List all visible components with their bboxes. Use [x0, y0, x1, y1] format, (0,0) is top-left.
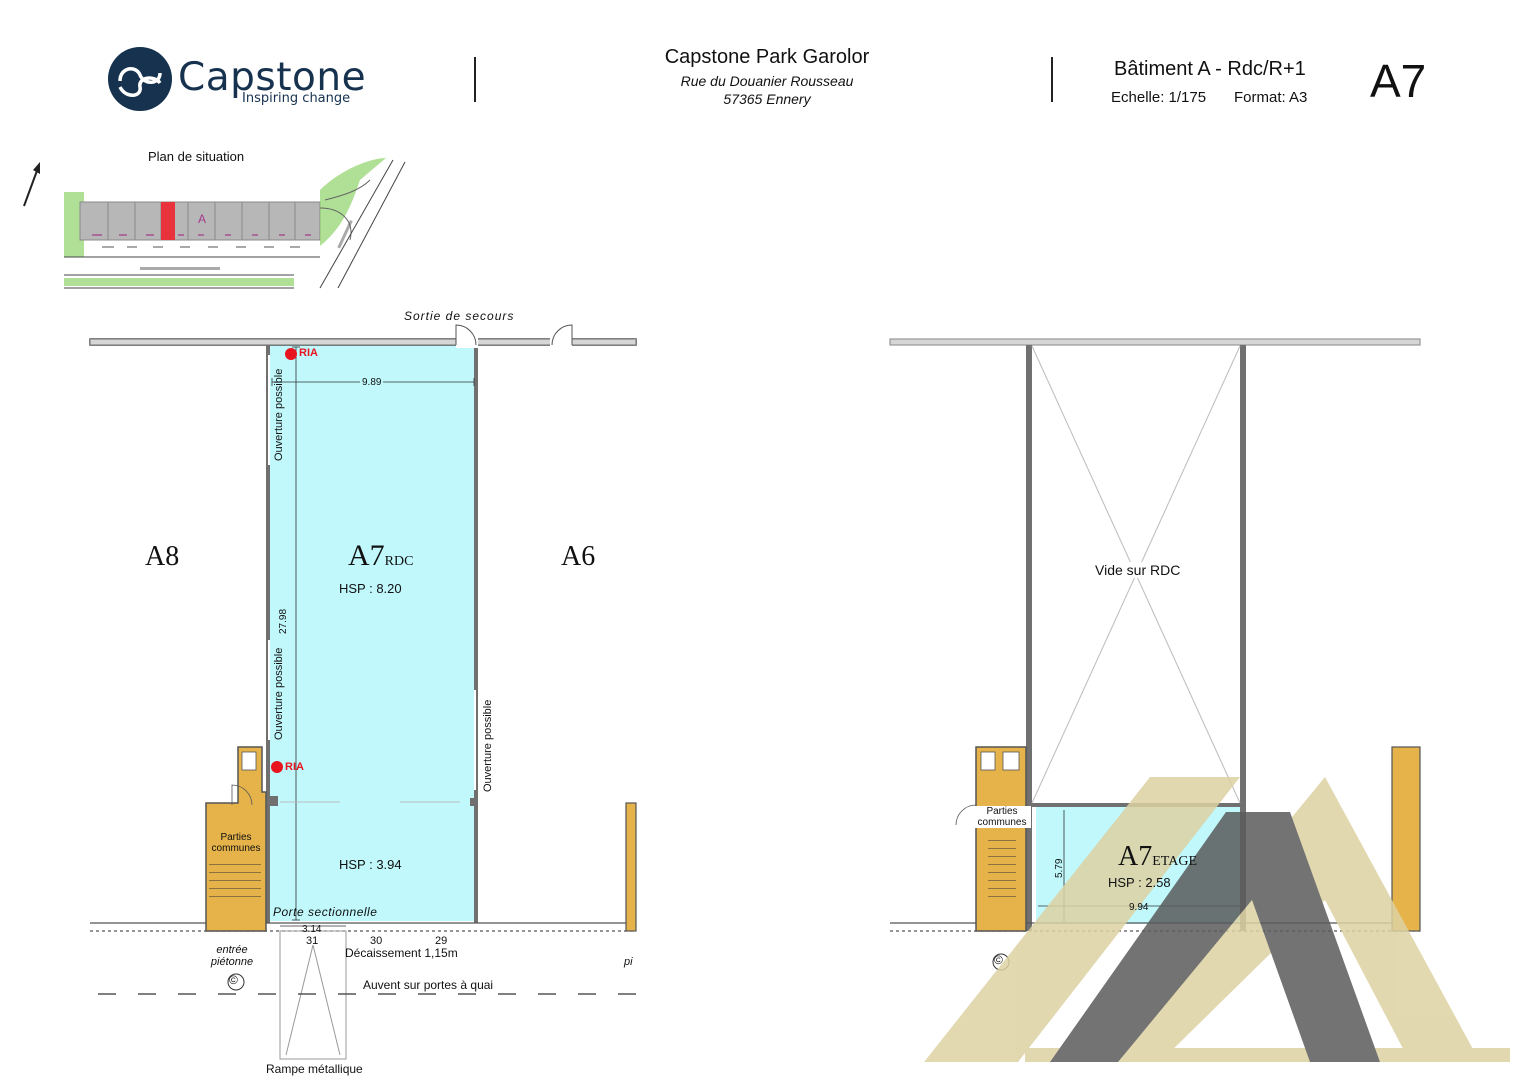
width-dimension: 9.89	[360, 377, 384, 388]
unit-title-rdc: A7RDC	[348, 539, 413, 573]
neighbor-unit-right: A6	[561, 541, 596, 572]
ria-marker-bottom	[271, 761, 283, 773]
situation-building-letter: A	[198, 212, 206, 226]
upper-common-parts-label: Parties communes	[973, 806, 1031, 828]
void-label: Vide sur RDC	[1093, 562, 1183, 578]
situation-plan-title: Plan de situation	[148, 149, 245, 164]
hsp-main: HSP : 8.20	[339, 581, 402, 596]
common-parts-label: Parties communes	[211, 832, 261, 854]
pedestrian-entry-label: entrée piétonne	[210, 944, 254, 968]
watermark-logo-icon	[924, 777, 1510, 1062]
opening-label-2: Ouverture possible	[273, 647, 285, 740]
sheet-code: A7	[1370, 55, 1427, 107]
ria-label-bottom: RIA	[285, 761, 304, 773]
hsp-office: HSP : 3.94	[339, 857, 402, 872]
unit-level: RDC	[384, 554, 414, 569]
copyright-mark-rdc: ©	[229, 973, 238, 987]
step-down-label: Décaissement 1,15m	[345, 946, 458, 960]
upper-width-dim: 9.94	[1129, 902, 1149, 913]
party-wall-right	[474, 345, 478, 923]
copyright-mark-etage: ©	[994, 953, 1003, 967]
scale-label: Echelle: 1/175	[1111, 89, 1207, 106]
header-divider	[474, 57, 476, 102]
project-title: Capstone Park Garolor	[664, 46, 870, 68]
canopy-label: Auvent sur portes à quai	[361, 978, 496, 992]
dock-door-30: 30	[370, 935, 383, 947]
situation-plan: A	[23, 158, 406, 289]
ria-marker-top	[285, 348, 297, 360]
emergency-exit-label: Sortie de secours	[404, 309, 515, 323]
opening-label-3: Ouverture possible	[482, 699, 494, 792]
north-arrow-icon	[23, 162, 40, 207]
highlighted-unit	[161, 202, 175, 240]
upper-unit-name: A7	[1118, 841, 1153, 872]
unit-title-etage: A7ETAGE	[1118, 841, 1197, 873]
format-label: Format: A3	[1234, 89, 1308, 106]
building-label: Bâtiment A - Rdc/R+1	[1114, 58, 1306, 80]
neighbor-unit-left: A8	[145, 541, 180, 572]
common-parts-upper	[975, 746, 1027, 932]
project-city: 57365 Ennery	[723, 91, 811, 107]
party-wall-left	[266, 345, 270, 923]
length-dimension: 27.98	[278, 608, 289, 634]
header-divider-2	[1051, 57, 1053, 102]
logo-tagline: Inspiring change	[242, 91, 351, 106]
opening-label-1: Ouverture possible	[273, 368, 285, 461]
dock-door-31: 31	[306, 935, 319, 947]
unit-name: A7	[348, 539, 385, 572]
hsp-upper: HSP : 2.58	[1108, 875, 1171, 890]
ramp-label: Rampe métallique	[266, 1062, 363, 1076]
door-width-dim: 3.14	[302, 924, 322, 935]
ground-floor-plan	[89, 324, 637, 1060]
pedestrian-entry-right-label: pi	[624, 956, 633, 968]
upper-unit-level: ETAGE	[1152, 854, 1197, 869]
capstone-logo-icon	[108, 47, 172, 111]
upper-depth-dim: 5.79	[1054, 858, 1065, 878]
unit-a7-rdc-area	[270, 345, 475, 921]
project-street: Rue du Douanier Rousseau	[680, 73, 854, 89]
ria-label-top: RIA	[299, 347, 318, 359]
dock-door-29: 29	[435, 935, 448, 947]
sectional-door-label: Porte sectionnelle	[273, 905, 378, 919]
logo-wordmark: Capstone	[178, 55, 367, 100]
